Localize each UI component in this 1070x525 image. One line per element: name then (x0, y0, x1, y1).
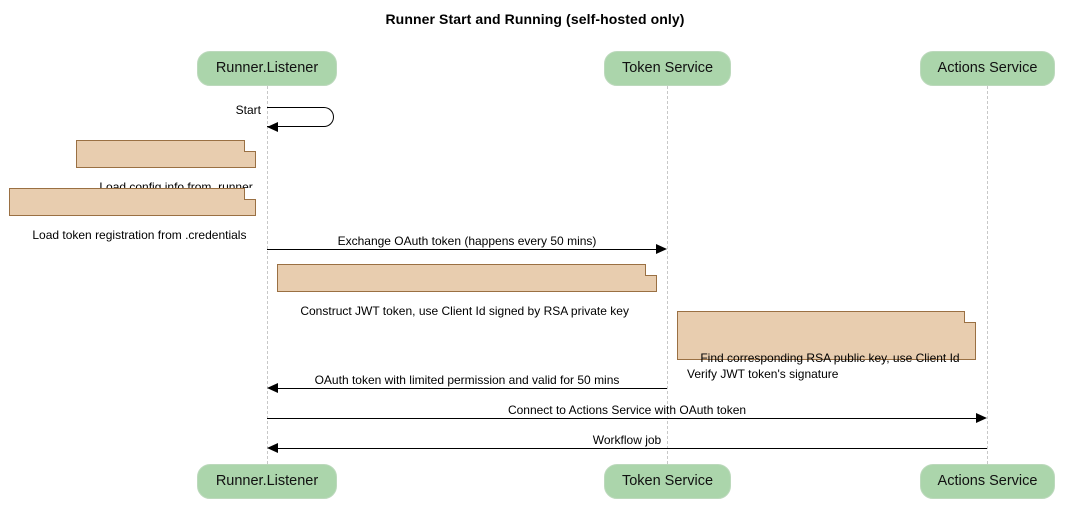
participant-runner-top[interactable]: Runner.Listener (197, 51, 337, 86)
message-start-arrowhead (267, 122, 278, 132)
message-workflow-job (278, 448, 987, 449)
message-start-loop (267, 107, 334, 127)
message-workflow-job-arrowhead (267, 443, 278, 453)
message-oauth-token-reply (278, 388, 667, 389)
note-load-config: Load config info from .runner (76, 140, 256, 194)
message-exchange-oauth-token-arrowhead (656, 244, 667, 254)
participant-actions-top[interactable]: Actions Service (920, 51, 1055, 86)
participant-token-top-label: Token Service (621, 60, 714, 76)
message-label-oauth-token-reply: OAuth token with limited permission and … (314, 373, 620, 387)
message-exchange-oauth-token (267, 249, 656, 250)
message-label-workflow-job: Workflow job (592, 433, 662, 447)
diagram-title: Runner Start and Running (self-hosted on… (385, 11, 685, 27)
participant-actions-top-label: Actions Service (937, 60, 1038, 76)
message-oauth-token-reply-arrowhead (267, 383, 278, 393)
note-construct-jwt-text: Construct JWT token, use Client Id signe… (300, 304, 629, 318)
participant-actions-bottom[interactable]: Actions Service (920, 464, 1055, 499)
message-label-connect-to-actions-service: Connect to Actions Service with OAuth to… (507, 403, 747, 417)
lifeline-token (667, 86, 668, 464)
note-fold-corner-icon (244, 140, 256, 152)
message-connect-to-actions-service (267, 418, 976, 419)
note-fold-corner-icon (964, 311, 976, 323)
participant-runner-bottom[interactable]: Runner.Listener (197, 464, 337, 499)
message-label-exchange-oauth-token: Exchange OAuth token (happens every 50 m… (337, 234, 597, 248)
message-label-start: Start (235, 103, 261, 117)
note-load-token-registration: Load token registration from .credential… (9, 188, 256, 242)
message-connect-to-actions-service-arrowhead (976, 413, 987, 423)
participant-token-bottom[interactable]: Token Service (604, 464, 731, 499)
participant-runner-top-label: Runner.Listener (215, 60, 319, 76)
note-load-token-registration-text: Load token registration from .credential… (32, 228, 247, 242)
note-construct-jwt: Construct JWT token, use Client Id signe… (277, 264, 657, 318)
lifeline-runner (267, 86, 268, 464)
participant-actions-bottom-label: Actions Service (937, 473, 1038, 489)
note-verify-jwt: Find corresponding RSA public key, use C… (677, 311, 976, 381)
note-verify-jwt-text: Find corresponding RSA public key, use C… (687, 351, 960, 381)
note-fold-corner-icon (244, 188, 256, 200)
participant-runner-bottom-label: Runner.Listener (215, 473, 319, 489)
lifeline-actions (987, 86, 988, 464)
note-fold-corner-icon (645, 264, 657, 276)
participant-token-top[interactable]: Token Service (604, 51, 731, 86)
participant-token-bottom-label: Token Service (621, 473, 714, 489)
